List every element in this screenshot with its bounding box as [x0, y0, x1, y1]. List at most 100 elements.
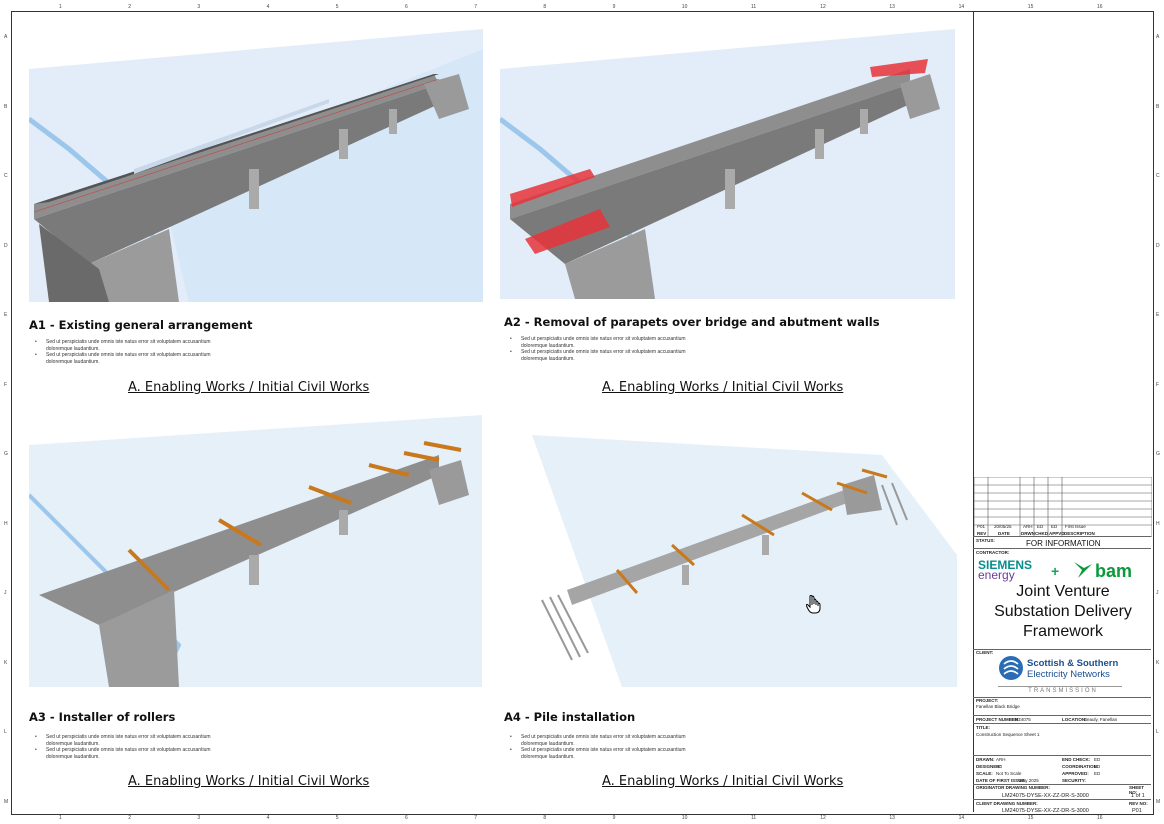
tb-divider [973, 784, 1151, 785]
panel-a3-title: A3 - Installer of rollers [29, 710, 176, 724]
panel-a4-image [502, 415, 957, 687]
panel-a3-bullets: Sed ut perspiciatis unde omnis iste natu… [29, 734, 229, 760]
jv-line2: Substation Delivery [994, 603, 1132, 620]
grid-col-12: 12 [820, 4, 826, 10]
bullet-item: Sed ut perspiciatis unde omnis iste natu… [29, 734, 229, 747]
title-block: P01 20/05/25 ARH ED ED First Issue REV D… [973, 12, 1152, 814]
grid-col-8: 8 [543, 4, 547, 10]
contractor-label: CONTRACTOR: [976, 550, 1010, 555]
client-label: CLIENT: [976, 650, 994, 655]
rev-header-date: DATE [998, 531, 1010, 536]
jv-title: Joint Venture Substation Delivery Framew… [974, 582, 1152, 642]
designer-label: DESIGNER: [976, 764, 1002, 769]
designer: ED [996, 764, 1003, 769]
grid-row-M: M [1156, 798, 1161, 805]
grid-col-9: 9 [612, 4, 616, 10]
originator-number: LM24075-DYSE-XX-ZZ-DR-S-3000 [1002, 793, 1089, 799]
grid-col-13: 13 [889, 815, 895, 821]
grid-row-J: J [4, 590, 7, 596]
bullet-item: Sed ut perspiciatis unde omnis iste natu… [504, 349, 704, 362]
grid-row-A: A [1156, 34, 1160, 40]
grid-col-7: 7 [474, 815, 477, 821]
grid-row-B: B [4, 103, 8, 110]
sheet-label: SHEET NO: [1129, 785, 1145, 795]
panel-a2-bullets: Sed ut perspiciatis unde omnis iste natu… [504, 336, 704, 362]
grid-col-13: 13 [889, 4, 895, 10]
grid-col-14: 14 [958, 815, 965, 821]
panel-a3-section: A. Enabling Works / Initial Civil Works [128, 774, 370, 789]
rev-row-chkd: ED [1037, 524, 1044, 529]
rev-row-date: 20/05/25 [994, 524, 1012, 529]
grid-col-12: 12 [820, 815, 826, 821]
status-label: STATUS: [976, 538, 995, 543]
grid-col-4: 4 [266, 815, 270, 821]
sse-line2: Electricity Networks [1027, 669, 1110, 680]
energy-text: energy [978, 568, 1015, 582]
grid-col-11: 11 [751, 815, 757, 821]
jv-line3: Framework [1022, 623, 1103, 640]
sse-line3: TRANSMISSION [1028, 688, 1098, 694]
grid-row-C: C [1156, 173, 1160, 179]
panel-a1-bullets: Sed ut perspiciatis unde omnis iste natu… [29, 339, 229, 365]
grid-row-H: H [4, 520, 8, 527]
grid-row-L: L [4, 729, 7, 735]
grid-row-K: K [4, 659, 8, 666]
title-value: Construction Sequence Sheet 1 [976, 732, 1040, 737]
project-label: PROJECT: [976, 698, 999, 703]
tb-divider [973, 755, 1151, 756]
originator-label: ORIGINATOR DRAWING NUMBER: [976, 785, 1050, 790]
grid-col-11: 11 [751, 4, 757, 10]
sse-rule [998, 686, 1122, 687]
grid-row-G: G [1156, 451, 1160, 457]
panel-a2-image [500, 29, 955, 299]
jv-line1: Joint Venture [1016, 583, 1110, 600]
tb-divider [973, 799, 1151, 800]
grid-col-6: 6 [405, 4, 408, 10]
rev-row-rev: P01 [977, 524, 986, 529]
project-value: Fanellan Black Bridge [976, 704, 1020, 709]
grid-col-5: 5 [335, 815, 339, 821]
client-drawing-label: CLIENT DRAWING NUMBER: [976, 801, 1038, 806]
grid-row-H: H [1156, 520, 1160, 527]
grid-col-6: 6 [405, 815, 408, 821]
security-label: SECURITY: [1062, 778, 1086, 783]
rev-row-drwn: ARH [1023, 524, 1033, 529]
grid-row-A: A [4, 34, 8, 40]
bam-text: bam [1095, 561, 1133, 581]
bam-bird-icon [1074, 562, 1092, 578]
panel-a1-image [29, 29, 483, 302]
grid-col-15: 15 [1027, 815, 1034, 821]
rev-no: P01 [1132, 808, 1142, 814]
siemens-energy-logo: SIEMENS energy [978, 559, 1032, 582]
bullet-item: Sed ut perspiciatis unde omnis iste natu… [504, 336, 704, 349]
tb-divider [973, 548, 1151, 549]
sheet-number: 1 of 1 [1131, 793, 1145, 799]
rev-row-desc: First Issue [1065, 524, 1086, 529]
bullet-item: Sed ut perspiciatis unde omnis iste natu… [29, 352, 229, 365]
panel-a4-bullets: Sed ut perspiciatis unde omnis iste natu… [504, 734, 704, 760]
revision-table [974, 477, 1152, 537]
panel-a1-title: A1 - Existing general arrangement [29, 318, 253, 332]
grid-row-L: L [1156, 729, 1159, 735]
grid-col-8: 8 [543, 815, 547, 821]
panel-a3-image [29, 415, 482, 687]
rev-header-desc: DESCRIPTION [1064, 531, 1095, 536]
grid-row-E: E [1156, 312, 1160, 318]
date: May 2025 [1019, 778, 1039, 783]
sse-swirl-icon [999, 656, 1023, 680]
grid-col-10: 10 [681, 4, 688, 10]
grid-row-K: K [1156, 659, 1160, 666]
grid-col-2: 2 [128, 4, 131, 10]
grid-row-F: F [4, 381, 8, 388]
status-value: FOR INFORMATION [1026, 539, 1101, 548]
grid-row-F: F [1156, 381, 1160, 388]
scale-label: SCALE: [976, 771, 993, 776]
grid-col-3: 3 [197, 4, 201, 10]
panel-a4-section: A. Enabling Works / Initial Civil Works [602, 774, 844, 789]
approved: ED [1094, 771, 1101, 776]
approved-label: APPROVED: [1062, 771, 1089, 776]
project-number: LM24075 [1012, 717, 1031, 722]
coordination-label: COORDINATION: [1062, 764, 1099, 769]
rev-row-appvd: ED [1051, 524, 1058, 529]
end-check-label: END CHECK: [1062, 757, 1091, 762]
